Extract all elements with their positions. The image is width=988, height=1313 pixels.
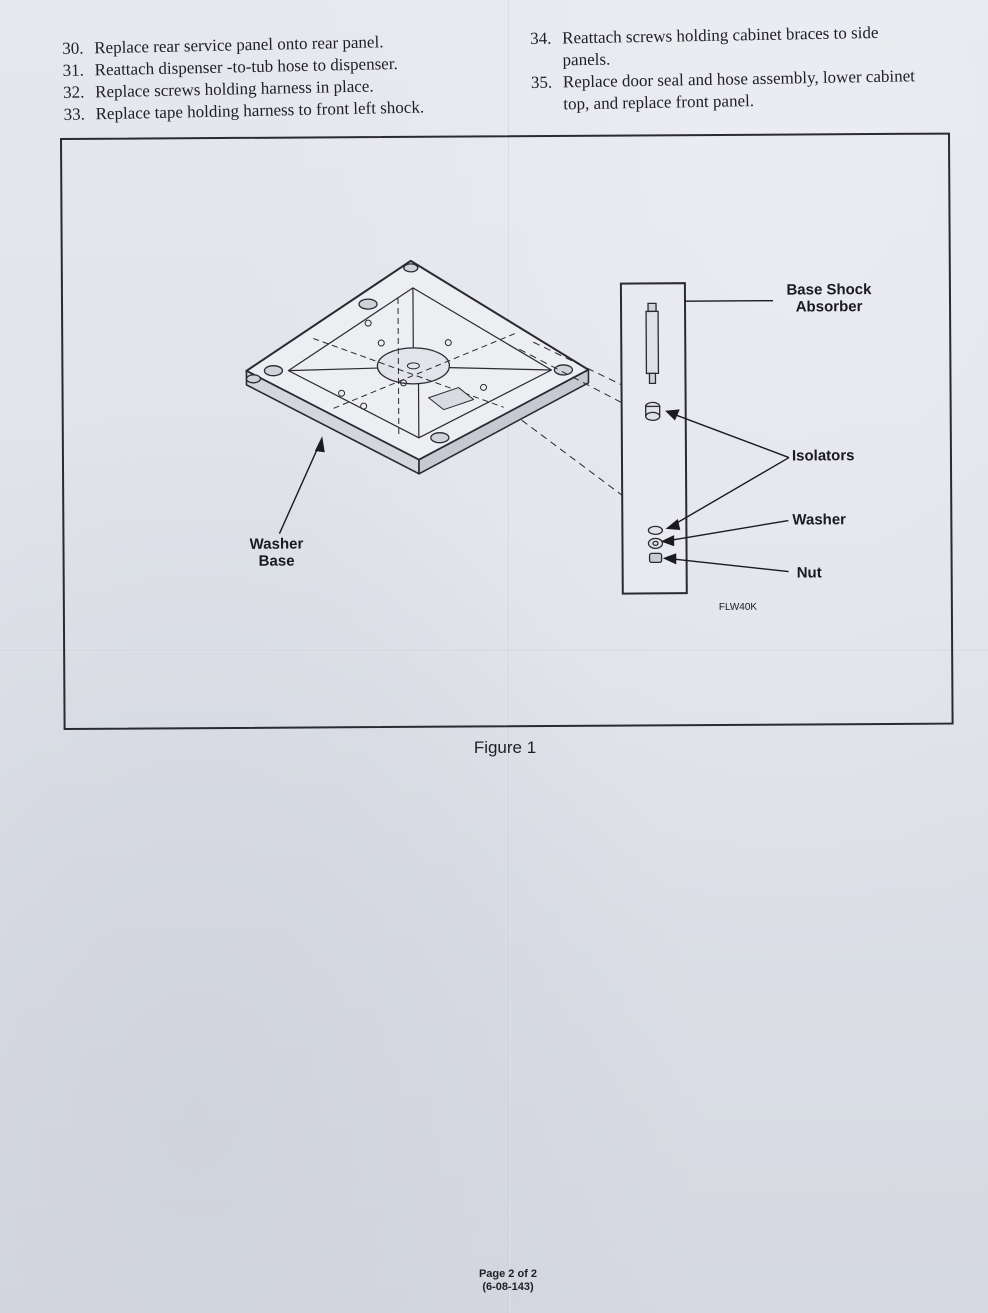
horizontal-fold-crease bbox=[0, 650, 988, 652]
isolator-bottom-part bbox=[647, 525, 664, 536]
step-number: 32. bbox=[62, 82, 85, 102]
washer-part bbox=[647, 537, 664, 550]
document-number: (6-08-143) bbox=[482, 1281, 534, 1293]
step-item: 35. Replace door seal and hose assembly, … bbox=[531, 65, 932, 116]
step-number: 31. bbox=[62, 60, 85, 80]
corner-mount-marks bbox=[245, 263, 574, 444]
isolator-top-part bbox=[644, 401, 661, 422]
label-washer-base: Washer Base bbox=[249, 535, 304, 570]
step-text: Reattach screws holding cabinet braces t… bbox=[562, 22, 879, 70]
label-base-shock-absorber: Base Shock Absorber bbox=[786, 281, 872, 316]
step-text: Replace door seal and hose assembly, low… bbox=[562, 66, 916, 114]
figure-caption: Figure 1 bbox=[473, 738, 537, 757]
shock-absorber-part bbox=[645, 302, 660, 385]
nut-part bbox=[648, 552, 663, 564]
page-footer: Page 2 of 2 (6-08-143) bbox=[440, 1268, 576, 1294]
vertical-fold-crease bbox=[508, 0, 510, 1313]
label-nut: Nut bbox=[796, 564, 822, 582]
instruction-steps-left: 30.Replace rear service panel onto rear … bbox=[62, 30, 424, 126]
label-isolators: Isolators bbox=[791, 447, 855, 465]
leader-lines bbox=[278, 299, 790, 573]
step-number: 34. bbox=[530, 28, 552, 48]
assembly-panel bbox=[619, 282, 688, 595]
figure-frame: Base Shock Absorber Isolators Washer Nut… bbox=[60, 132, 954, 730]
step-number: 30. bbox=[62, 38, 84, 58]
step-item: 34. Reattach screws holding cabinet brace… bbox=[530, 21, 931, 72]
model-code: FLW40K bbox=[718, 601, 758, 613]
washer-base-illustration bbox=[245, 259, 590, 475]
label-washer: Washer bbox=[792, 511, 847, 529]
step-number: 35. bbox=[530, 72, 553, 92]
washer-base-diagram bbox=[245, 259, 790, 595]
instruction-steps-right: 34. Reattach screws holding cabinet brace… bbox=[530, 21, 931, 116]
step-number: 33. bbox=[63, 104, 86, 124]
page-number: Page 2 of 2 bbox=[478, 1268, 538, 1280]
